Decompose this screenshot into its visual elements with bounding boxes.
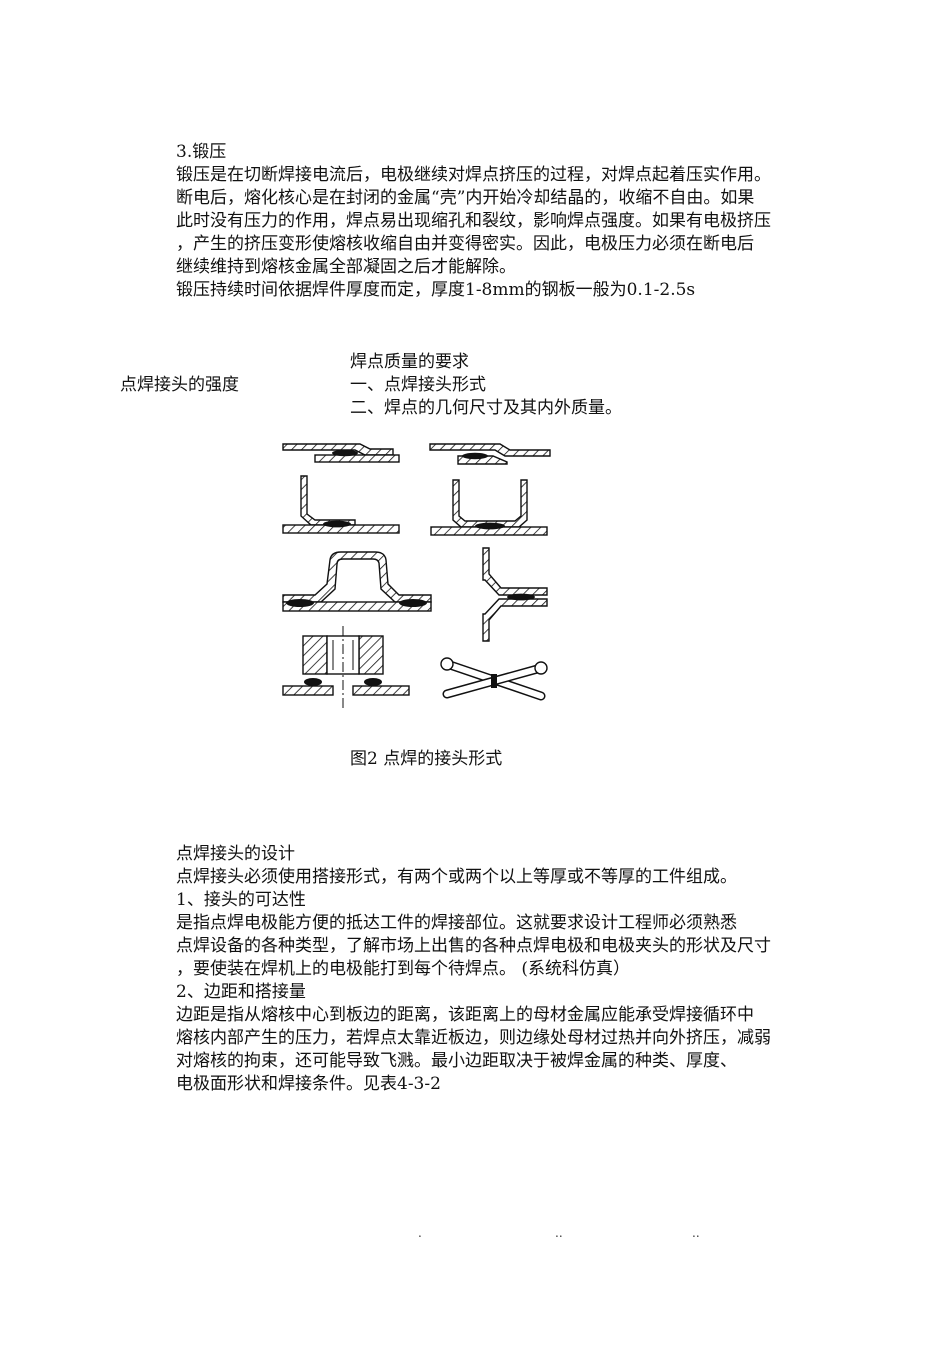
subheading: 1、接头的可达性 — [176, 890, 306, 910]
paragraph-line: 熔核内部产生的压力，若焊点太靠近板边，则边缘处母材过热并向外挤压，减弱 — [176, 1028, 771, 1048]
figure-caption: 图2 点焊的接头形式 — [350, 749, 503, 769]
section-heading: 点焊接头的设计 — [176, 844, 295, 864]
footer-mark: .. — [555, 1226, 563, 1240]
paragraph-line: 断电后，熔化核心是在封闭的金属“壳”内开始冷却结晶的，收缩不自由。如果 — [176, 188, 755, 208]
paragraph-line: 电极面形状和焊接条件。见表4-3-2 — [176, 1074, 441, 1094]
paragraph-line: ，产生的挤压变形使熔核收缩自由并变得密实。因此，电极压力必须在断电后 — [176, 234, 754, 254]
paragraph-line: 点焊接头必须使用搭接形式，有两个或两个以上等厚或不等厚的工件组成。 — [176, 867, 737, 887]
paragraph-line: 是指点焊电极能方便的抵达工件的焊接部位。这就要求设计工程师必须熟悉 — [176, 913, 737, 933]
paragraph-line: 锻压持续时间依据焊件厚度而定，厚度1-8mm的钢板一般为0.1-2.5s — [176, 280, 696, 300]
paragraph-line: 边距是指从熔核中心到板边的距离，该距离上的母材金属应能承受焊接循环中 — [176, 1005, 754, 1025]
joint-forms-figure — [282, 443, 551, 708]
bent-sheet-joint-drawing — [482, 547, 548, 642]
lap-joint-drawing — [282, 443, 400, 463]
paragraph-line: 继续维持到熔核金属全部凝固之后才能解除。 — [176, 257, 516, 277]
l-flange-joint-drawing — [282, 475, 400, 534]
section-heading: 3.锻压 — [176, 142, 227, 162]
hat-section-joint-drawing — [282, 551, 432, 612]
offset-lap-joint-drawing — [429, 443, 551, 465]
paragraph-line: 对熔核的拘束，还可能导致飞溅。最小边距取决于被焊金属的种类、厚度、 — [176, 1051, 737, 1071]
quality-line: 二、焊点的几何尺寸及其内外质量。 — [350, 398, 622, 418]
paragraph-line: 点焊设备的各种类型，了解市场上出售的各种点焊电极和电极夹头的形状及尺寸 — [176, 936, 771, 956]
footer-mark: .. — [692, 1226, 700, 1240]
u-channel-joint-drawing — [430, 479, 548, 536]
nut-joint-drawing — [282, 626, 410, 708]
quality-line: 焊点质量的要求 — [350, 352, 469, 372]
paragraph-line: 此时没有压力的作用，焊点易出现缩孔和裂纹，影响焊点强度。如果有电极挤压 — [176, 211, 771, 231]
footer-mark: . — [418, 1226, 422, 1240]
quality-line: 一、点焊接头形式 — [350, 375, 486, 395]
crossed-wires-drawing — [440, 657, 548, 701]
paragraph-line: ，要使装在焊机上的电极能打到每个待焊点。 (系统科仿真） — [176, 959, 631, 979]
side-label: 点焊接头的强度 — [120, 375, 239, 395]
subheading: 2、边距和搭接量 — [176, 982, 306, 1002]
paragraph-line: 锻压是在切断焊接电流后，电极继续对焊点挤压的过程，对焊点起着压实作用。 — [176, 165, 771, 185]
